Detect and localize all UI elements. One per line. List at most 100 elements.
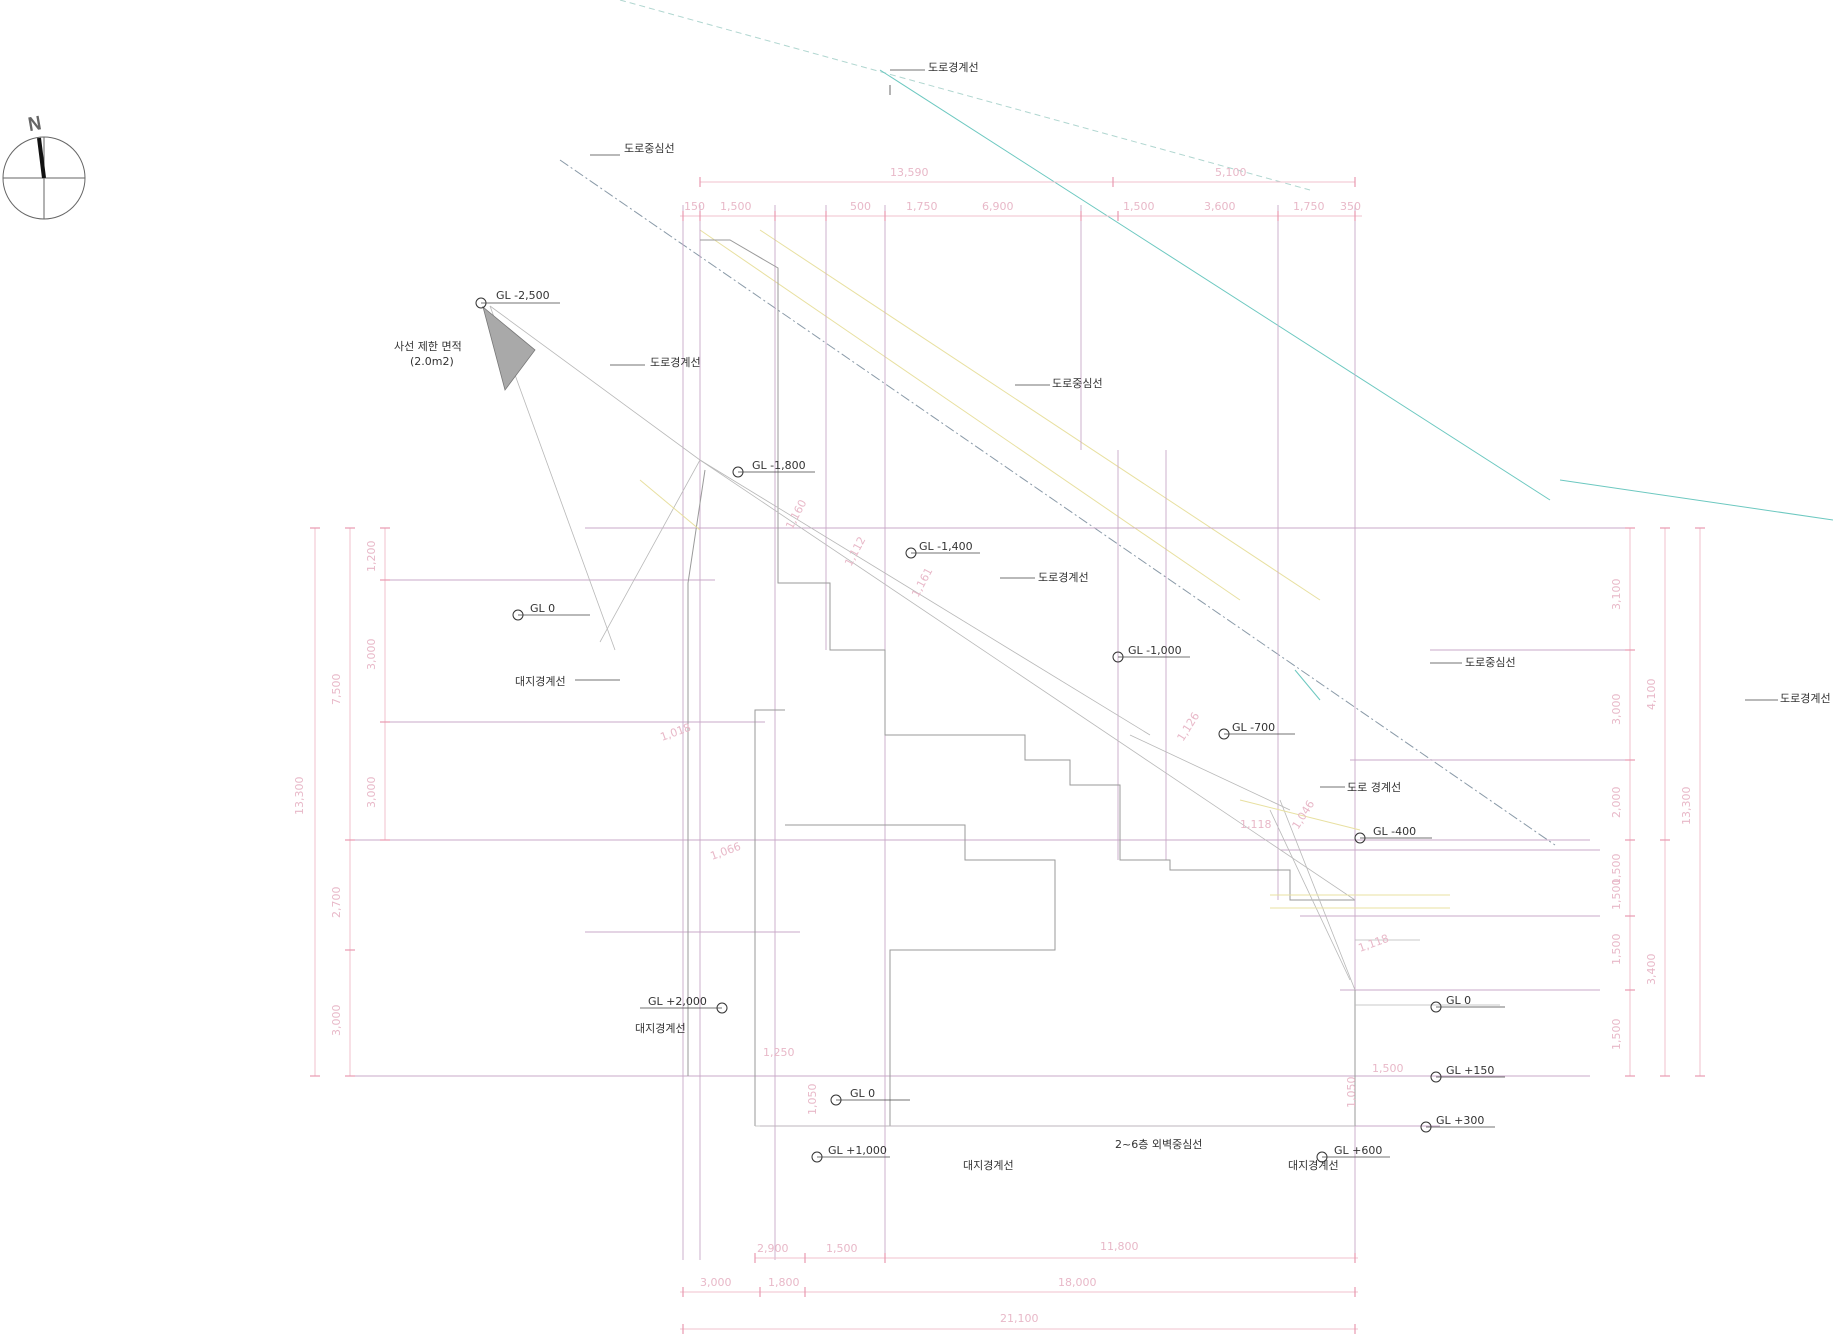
level-label: GL -400 [1373,825,1416,838]
level-marker: GL +150 [1430,1064,1505,1083]
dim-top-s4: 1,750 [906,200,938,213]
level-label: GL 0 [850,1087,875,1100]
dim-diag-d3: 1,161 [909,565,935,599]
dim-bottom-b2: 1,500 [826,1242,858,1255]
dim-bottom-b7: 21,100 [1000,1312,1039,1325]
dim-top-s1: 150 [684,200,705,213]
dim-right-group-lower: 3,400 [1645,954,1658,986]
level-label: GL -2,500 [496,289,550,302]
dim-right-v4: 1,500 [1610,854,1623,886]
level-marker: GL -700 [1218,721,1295,740]
diagonal-dimensions: 1,160 1,112 1,161 1,018 1,126 1,066 1,11… [659,497,1404,1115]
dim-diag-d10: 1,250 [763,1046,795,1059]
road-center-label: 도로중심선 [1465,656,1516,669]
dim-diag-d1: 1,160 [783,497,809,531]
dim-bottom-b4: 3,000 [700,1276,732,1289]
level-label: GL 0 [1446,994,1471,1007]
dim-left-v4: 3,000 [330,1005,343,1037]
dim-right-v2: 3,000 [1610,694,1623,726]
level-label: GL -700 [1232,721,1275,734]
level-label: GL +300 [1436,1114,1484,1127]
dim-right-total: 13,300 [1680,787,1693,826]
dim-top-s3: 500 [850,200,871,213]
dim-diag-d13: 1,050 [1345,1077,1358,1109]
road-boundary-label: 도로경계선 [1780,692,1831,705]
dim-left-group-lower: 2,700 [330,887,343,919]
dim-right-v7: 1,500 [1610,1019,1623,1051]
site-boundary-label: 대지경계선 [635,1022,686,1035]
road-label-group: 도로경계선 도로중심선 도로경계선 도로중심선 도로경계선 도로중심선 도로경계… [590,61,1831,794]
site-boundary-label: 대지경계선 [963,1159,1014,1172]
level-marker: GL -1,800 [732,459,815,478]
level-label: GL -1,800 [752,459,806,472]
level-marker: GL -1,000 [1112,644,1190,663]
dim-right-group-upper: 4,100 [1645,679,1658,711]
level-marker: GL 0 [1430,994,1505,1013]
dim-diag-d7: 1,118 [1240,818,1272,831]
dim-left-v2: 3,000 [365,639,378,671]
dim-left-total: 13,300 [293,777,306,816]
road-boundary-label: 도로경계선 [650,356,701,369]
dim-top-s2: 1,500 [720,200,752,213]
dim-top-s8: 1,750 [1293,200,1325,213]
level-marker: GL -2,500 [475,289,560,309]
dim-left-v1: 1,200 [365,541,378,573]
north-compass-icon: N [2,113,86,220]
dim-top-s9: 350 [1340,200,1361,213]
level-marker: GL +300 [1420,1114,1495,1133]
dim-top-total-right: 5,100 [1215,166,1247,179]
level-markers: GL -2,500 GL -1,800 GL -1,400 GL 0 GL -1… [475,289,1505,1163]
level-label: GL 0 [530,602,555,615]
level-label: GL +2,000 [648,995,707,1008]
level-marker: GL +2,000 [640,995,728,1014]
level-marker: GL 0 [512,602,590,621]
dim-diag-d5: 1,126 [1175,710,1203,744]
level-label: GL +150 [1446,1064,1494,1077]
road-boundary-label: 도로경계선 [1038,571,1089,584]
dim-bottom-b3: 11,800 [1100,1240,1139,1253]
corner-cut-area-label: (2.0m2) [410,355,454,368]
level-label: GL +1,000 [828,1144,887,1157]
dim-top-total-left: 13,590 [890,166,929,179]
level-label: GL +600 [1334,1144,1382,1157]
right-dimensions: 13,300 4,100 3,400 3,100 3,000 2,000 1,5… [1610,527,1705,1077]
bottom-dimensions: 2,900 1,500 11,800 3,000 1,800 18,000 21… [680,1240,1358,1334]
dim-diag-d9: 1,118 [1357,932,1391,955]
dim-diag-d8: 1,046 [1290,798,1318,832]
dim-bottom-b5: 1,800 [768,1276,800,1289]
road-boundary-label: 도로 경계선 [1347,781,1401,794]
road-center-label: 도로중심선 [1052,377,1103,390]
dim-right-v5: 1,500 [1610,879,1623,911]
dim-right-v1: 3,100 [1610,579,1623,611]
top-dimensions: 13,590 5,100 150 1,500 500 1,750 6,900 1… [680,166,1362,221]
level-marker: GL -400 [1354,825,1432,844]
dim-diag-d11: 1,050 [806,1084,819,1116]
dim-top-s5: 6,900 [982,200,1014,213]
dim-right-v6: 1,500 [1610,934,1623,966]
road-center-label: 도로중심선 [624,142,675,155]
level-label: GL -1,000 [1128,644,1182,657]
site-boundary-label: 대지경계선 [1288,1159,1339,1172]
dim-top-s6: 1,500 [1123,200,1155,213]
site-boundary-label: 대지경계선 [515,675,566,688]
building-outline [482,239,1500,1127]
dim-left-group-upper: 7,500 [330,674,343,706]
dim-diag-d12: 1,500 [1372,1062,1404,1075]
level-marker: GL -1,400 [905,540,980,559]
level-marker: GL 0 [830,1087,910,1106]
dim-diag-d2: 1,112 [842,534,868,568]
corner-cut-title: 사선 제한 면적 [394,340,462,353]
dim-bottom-b6: 18,000 [1058,1276,1097,1289]
corner-cut-area [482,305,536,391]
dim-top-s7: 3,600 [1204,200,1236,213]
level-marker: GL +600 [1316,1144,1390,1163]
road-lines [559,0,1833,846]
site-label-group: 사선 제한 면적 (2.0m2) 대지경계선 대지경계선 대지경계선 대지경계선… [394,340,1339,1172]
road-boundary-label: 도로경계선 [928,61,979,74]
dim-right-v3: 2,000 [1610,787,1623,819]
level-label: GL -1,400 [919,540,973,553]
dim-diag-d6: 1,066 [709,840,743,863]
north-label: N [26,113,43,136]
dim-left-v3: 3,000 [365,777,378,809]
